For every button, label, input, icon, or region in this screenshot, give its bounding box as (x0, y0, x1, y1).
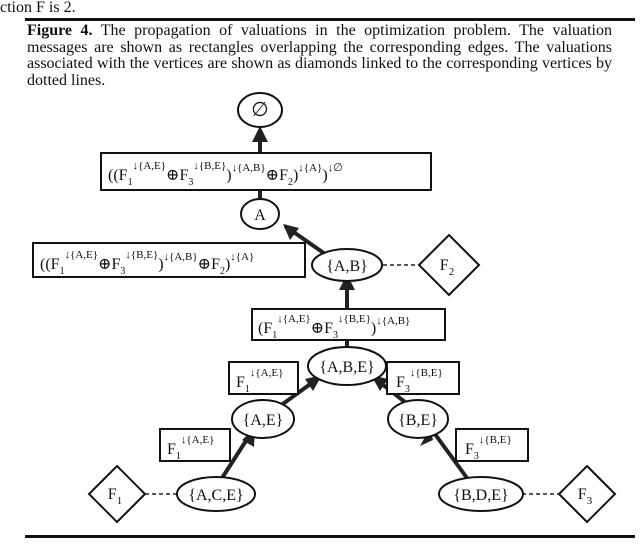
vertex-empty-label: ∅ (251, 99, 268, 121)
message-a-empty: ((F1↓{A,E}⊕F3↓{B,E})↓{A,B}⊕F2)↓{A})↓∅ (108, 160, 343, 188)
diamond-f2 (417, 233, 481, 297)
vertex-bde (438, 476, 524, 512)
diamond-f3 (557, 464, 617, 524)
figure-caption-text: The propagation of valuations in the opt… (27, 22, 613, 89)
message-box-a-empty (100, 152, 432, 191)
dotted-links (145, 264, 558, 495)
message-ab-a: ((F1↓{A,E}⊕F3↓{B,E})↓{A,B}⊕F2)↓{A} (40, 249, 254, 277)
message-box-be-abe (386, 361, 460, 395)
message-boxes (32, 152, 529, 462)
message-box-ace-ae (159, 428, 231, 462)
message-abe-ab: (F1↓{A,E}⊕F3↓{B,E})↓{A,B} (258, 313, 410, 341)
message-ae-abe: F1↓{A,E} (236, 367, 283, 395)
message-box-ab-a (32, 242, 306, 278)
diamonds (87, 233, 617, 524)
vertices (176, 92, 524, 512)
vertex-ab-label: {A,B} (326, 258, 368, 275)
message-box-ae-abe (228, 361, 299, 395)
vertex-empty (237, 92, 283, 128)
vertex-abe-label: {A,B,E} (319, 359, 374, 376)
arrowhead-a (283, 224, 299, 240)
arrowhead-empty (252, 126, 268, 142)
figure-top-rule (25, 18, 635, 21)
message-ace-ae: F1↓{A,E} (167, 434, 214, 462)
diamond-f1 (87, 464, 147, 524)
vertex-a-label: A (254, 207, 266, 224)
previous-page-fragment: ction F is 2. (0, 0, 76, 16)
message-texts: ((F1↓{A,E}⊕F3↓{B,E})↓{A,B}⊕F2)↓{A})↓∅ ((… (40, 160, 512, 462)
vertex-labels: ∅ A {A,B} {A,B,E} {A,E} {B,E} {A,C,E} {B… (188, 99, 508, 504)
message-box-abe-ab (251, 308, 446, 341)
message-be-abe: F3↓{B,E} (396, 367, 443, 395)
figure-caption: Figure 4. The propagation of valuations … (27, 22, 613, 89)
diamond-f2-label: F2 (440, 257, 454, 278)
message-bde-be: F3↓{B,E} (465, 434, 512, 462)
vertex-a (240, 198, 280, 230)
diamond-f3-label: F3 (578, 486, 593, 507)
figure-bottom-rule (25, 535, 635, 538)
vertex-bde-label: {B,D,E} (453, 487, 508, 504)
message-box-bde-be (455, 428, 529, 462)
vertex-ae-label: {A,E} (243, 412, 284, 429)
vertex-be-label: {B,E} (398, 412, 438, 429)
vertex-ab (311, 248, 383, 282)
vertex-be (387, 399, 449, 439)
figure-label: Figure 4. (27, 22, 93, 39)
vertex-ace (176, 476, 256, 512)
diamond-f1-label: F1 (108, 486, 122, 507)
diamond-labels: F2 F1 F3 (108, 257, 593, 507)
edge-bde-be (430, 428, 469, 480)
vertex-ae (231, 399, 295, 439)
vertex-ace-label: {A,C,E} (188, 487, 243, 504)
